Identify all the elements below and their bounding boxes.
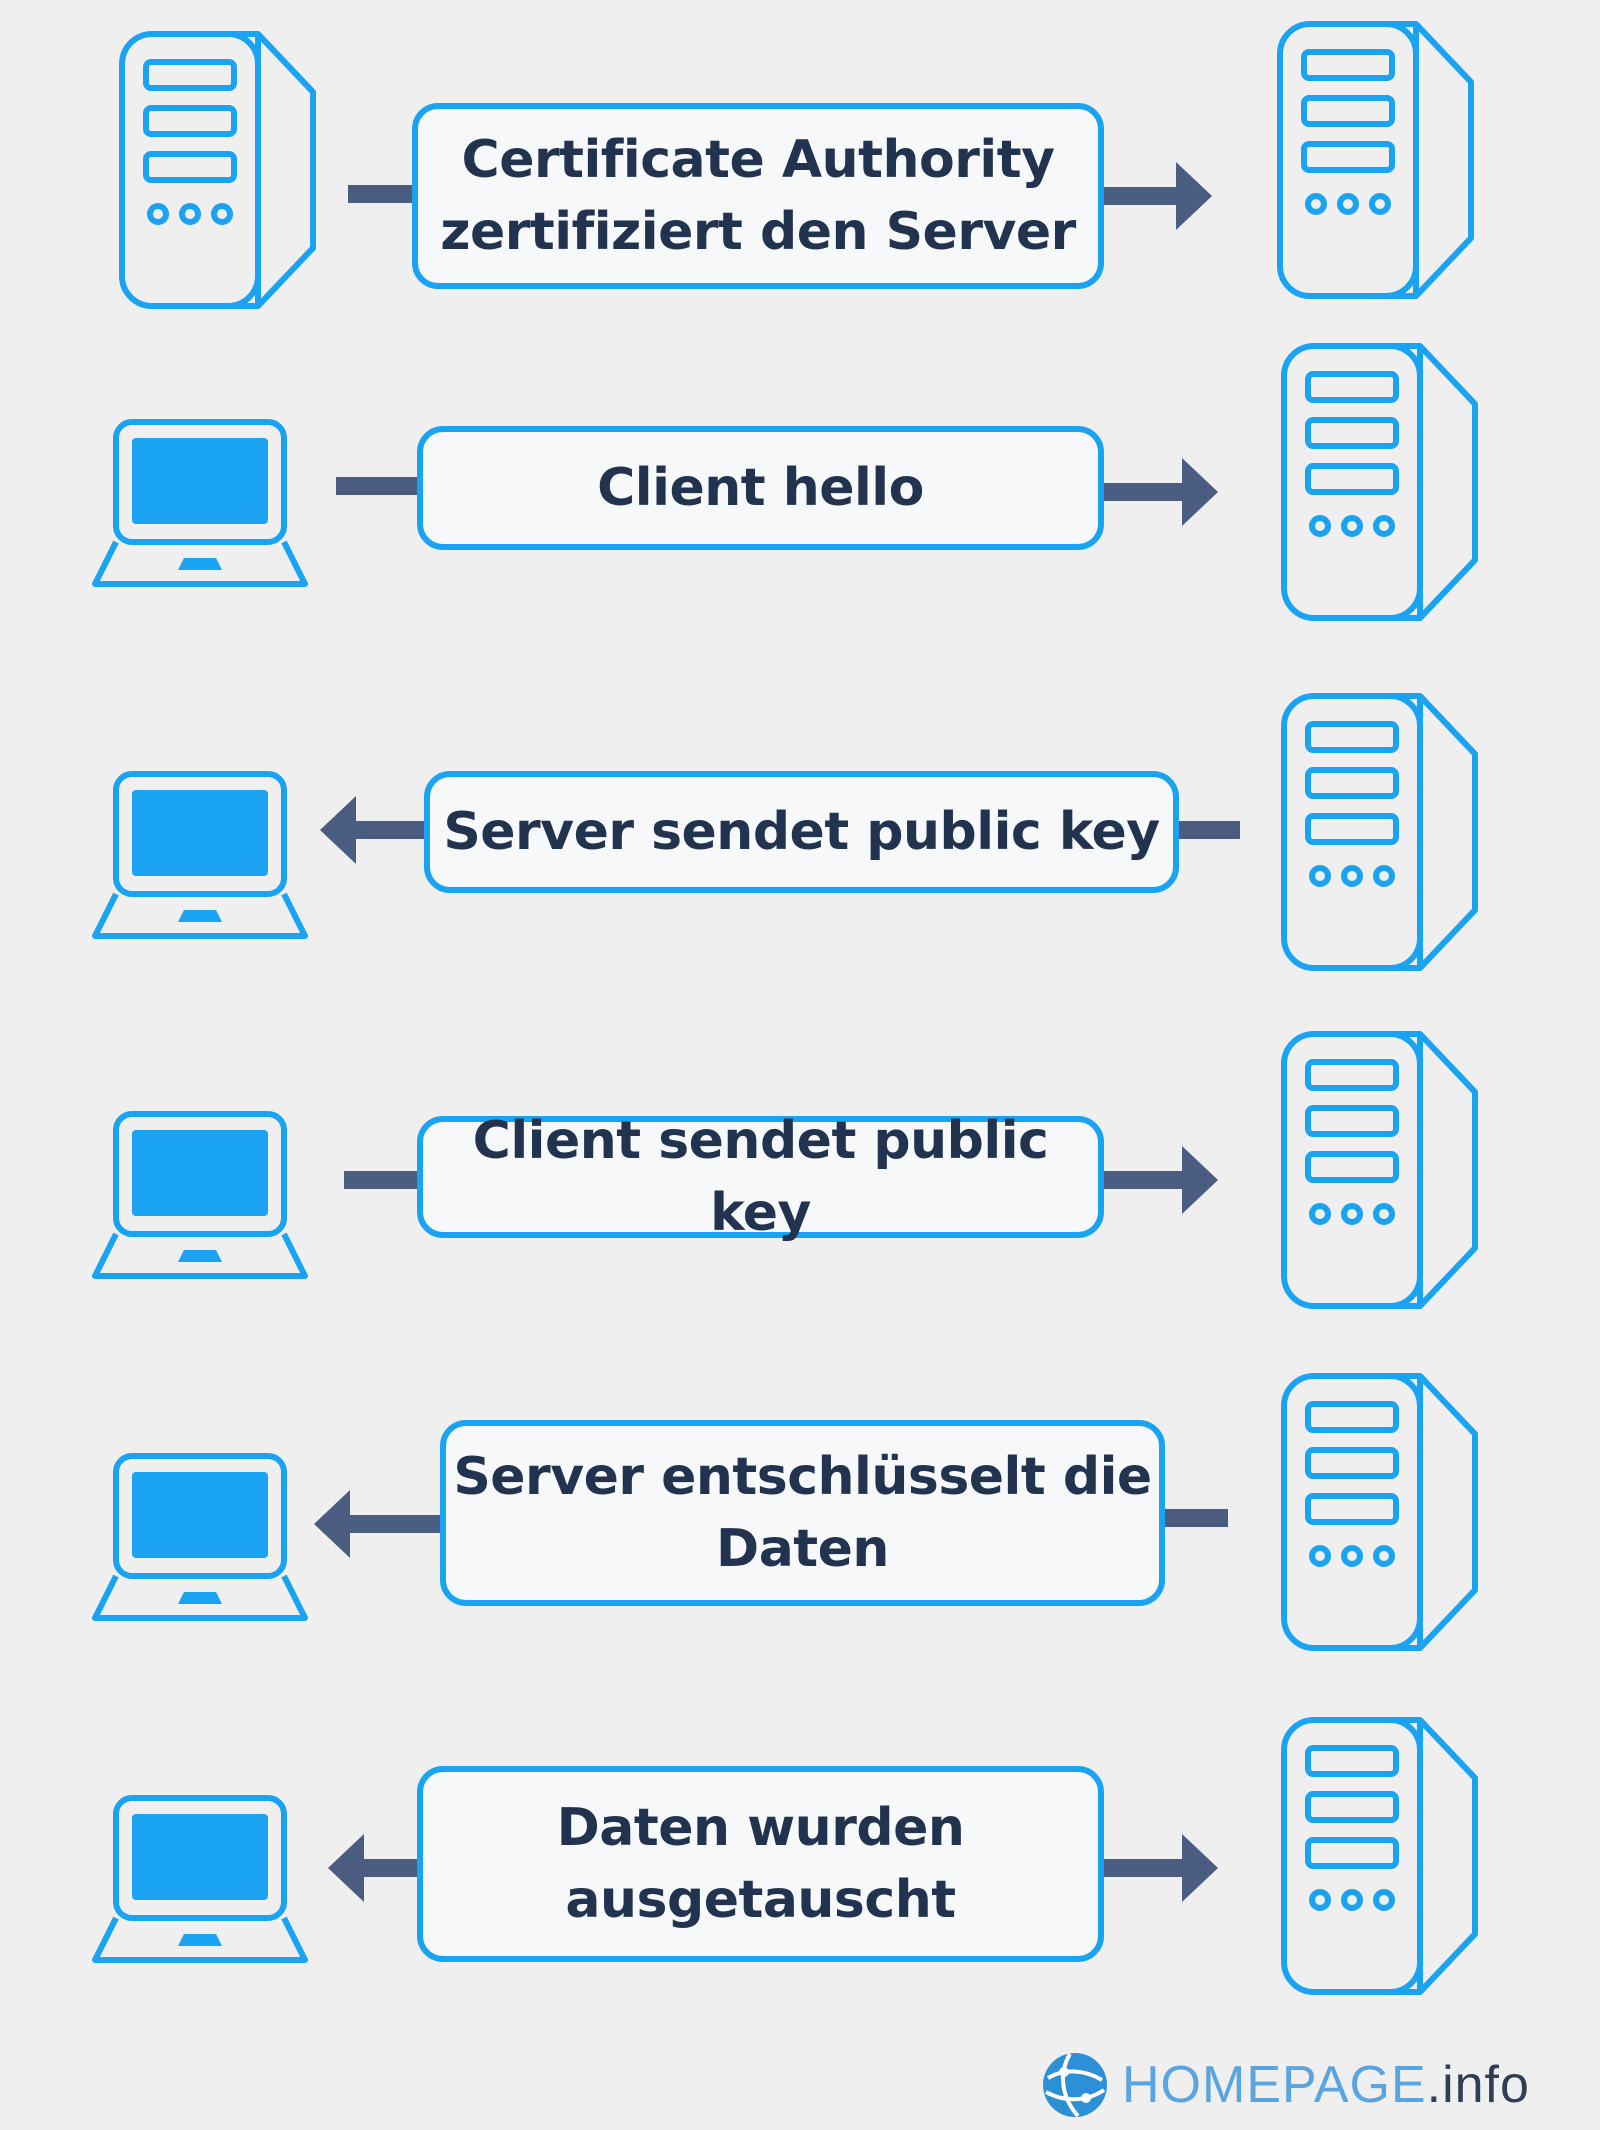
laptop-icon	[92, 771, 308, 939]
arrow-left	[328, 1834, 417, 1902]
globe-icon	[1043, 2052, 1107, 2118]
server-icon	[1281, 343, 1478, 621]
server-icon	[1277, 21, 1474, 299]
arrow-left	[320, 796, 424, 864]
laptop-icon	[92, 1111, 308, 1279]
step-box-client-hello: Client hello	[417, 426, 1104, 550]
step-box-client-sends-key: Client sendet public key	[417, 1111, 1104, 1243]
server-icon	[1281, 1717, 1478, 1995]
arrow-left	[314, 1490, 440, 1558]
step-box-server-sends-key: Server sendet public key	[424, 771, 1179, 893]
logo-text: HOMEPAGE.info	[1122, 2056, 1530, 2114]
arrow-right	[1104, 1146, 1218, 1214]
ca-server-icon	[119, 31, 316, 309]
laptop-icon	[92, 1795, 308, 1963]
server-icon	[1281, 1031, 1478, 1309]
arrow-right	[1104, 1834, 1218, 1902]
arrow-right	[1104, 458, 1218, 526]
laptop-icon	[92, 1453, 308, 1621]
arrow-right	[1104, 162, 1212, 230]
server-icon	[1281, 1373, 1478, 1651]
homepage-info-logo: HOMEPAGE.info	[1040, 2050, 1530, 2120]
laptop-icon	[92, 419, 308, 587]
server-icon	[1281, 693, 1478, 971]
